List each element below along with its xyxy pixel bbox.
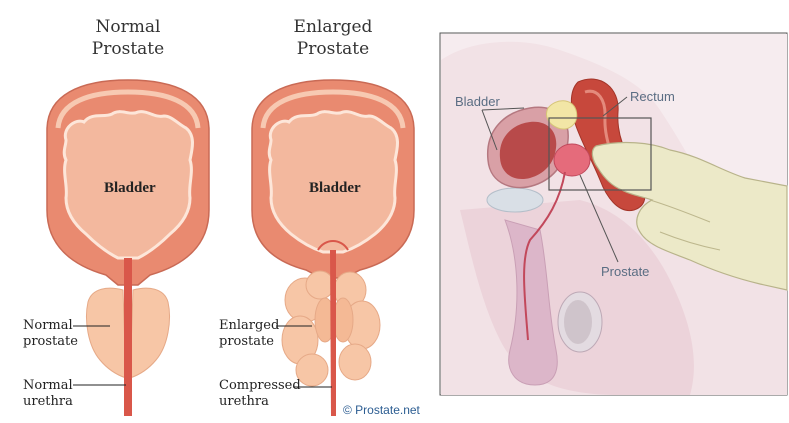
enlarged-prostate-nodule	[339, 344, 371, 380]
exam-rectum-label: Rectum	[630, 89, 675, 104]
enlarged-title-line2: Prostate	[268, 38, 398, 60]
normal-title-line1: Normal	[63, 16, 193, 38]
enlarged-bladder-label: Bladder	[309, 180, 361, 197]
compressed-urethra	[330, 250, 336, 416]
normal-prostate-label-line1: Normal	[23, 318, 78, 334]
normal-urethra-label: Normal urethra	[23, 378, 73, 410]
enlarged-prostate-label: Enlarged prostate	[219, 318, 279, 350]
pubic-bone	[487, 188, 543, 212]
rectal-exam-illustration	[440, 33, 787, 395]
exam-prostate	[554, 144, 590, 176]
normal-prostate-right-lobe	[130, 288, 170, 378]
normal-title-line2: Prostate	[63, 38, 193, 60]
enlarged-prostate-nodule	[296, 354, 328, 386]
normal-prostate-label: Normal prostate	[23, 318, 78, 350]
normal-urethra	[124, 258, 132, 416]
enlarged-prostate-title: Enlarged Prostate	[268, 16, 398, 60]
exam-bladder-label: Bladder	[455, 94, 500, 109]
normal-prostate-illustration	[47, 80, 209, 416]
normal-urethra-label-line2: urethra	[23, 394, 73, 410]
compressed-urethra-label: Compressed urethra	[219, 378, 301, 410]
enlarged-prostate-nodule	[306, 271, 334, 299]
compressed-urethra-label-line2: urethra	[219, 394, 301, 410]
normal-urethra-label-line1: Normal	[23, 378, 73, 394]
enlarged-title-line1: Enlarged	[268, 16, 398, 38]
normal-bladder-label: Bladder	[104, 180, 156, 197]
compressed-urethra-label-line1: Compressed	[219, 378, 301, 394]
testicle-inner	[564, 300, 592, 344]
prostate-net-credit: © Prostate.net	[343, 403, 420, 417]
normal-prostate-title: Normal Prostate	[63, 16, 193, 60]
enlarged-prostate-illustration	[252, 80, 414, 416]
enlarged-prostate-label-line2: prostate	[219, 334, 279, 350]
exam-prostate-label: Prostate	[601, 264, 649, 279]
normal-prostate-label-line2: prostate	[23, 334, 78, 350]
normal-prostate-left-lobe	[87, 288, 127, 378]
enlarged-prostate-label-line1: Enlarged	[219, 318, 279, 334]
